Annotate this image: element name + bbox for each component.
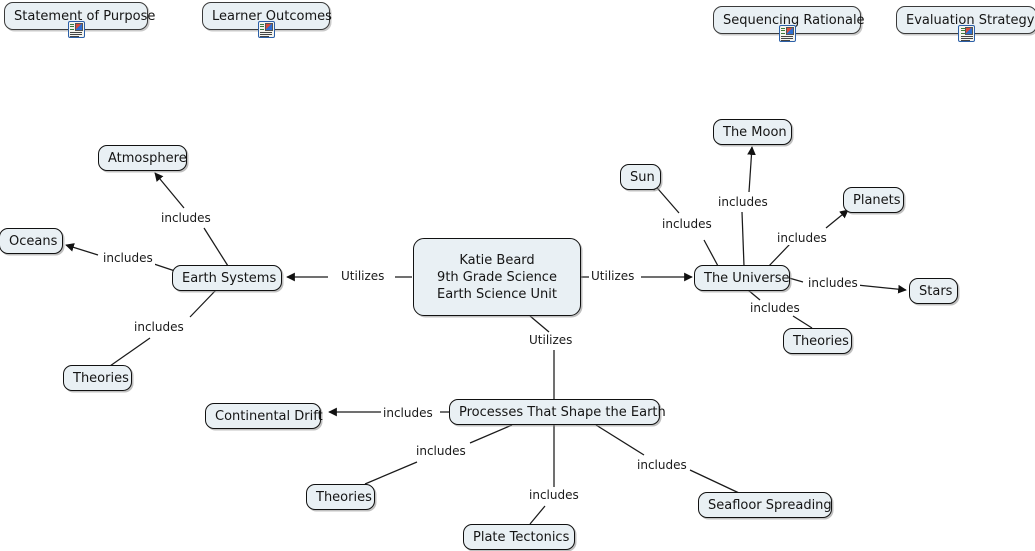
node-label: Sun [630,169,655,185]
edge-label-includes-seafloor-spreading: includes [635,458,689,472]
document-icon[interactable] [67,21,85,38]
edge-label-includes-oceans: includes [101,251,155,265]
edge-pr-theories-b [364,461,418,485]
node-label: Continental Drift [215,408,323,424]
node-stars[interactable]: Stars [909,278,958,304]
node-label: Theories [316,489,372,505]
node-plate-tectonics[interactable]: Plate Tectonics [463,524,575,550]
node-atmosphere[interactable]: Atmosphere [98,145,187,171]
node-seafloor-spreading[interactable]: Seafloor Spreading [698,492,832,518]
edge-pr-seafloor-b [689,469,740,494]
edge-tu-moon [741,211,745,267]
node-label: Sequencing Rationale [723,12,865,28]
node-the-moon[interactable]: The Moon [713,119,792,145]
node-earth-systems[interactable]: Earth Systems [172,265,282,291]
node-planets[interactable]: Planets [843,187,904,213]
node-label: Plate Tectonics [473,529,570,545]
node-label: The Moon [723,124,787,140]
node-label: Processes That Shape the Earth [459,404,666,420]
node-oceans[interactable]: Oceans [0,228,63,254]
edge-label-utilizes-processes: Utilizes [527,333,575,347]
edge-label-includes-theories-pr: includes [414,444,468,458]
node-processes-that-shape-the-earth[interactable]: Processes That Shape the Earth [449,399,666,425]
edge-es-atmosphere [203,227,229,267]
node-label: Theories [73,370,129,386]
node-label: Atmosphere [108,150,187,166]
edge-label-includes-stars: includes [806,276,860,290]
edge-tu-theories [747,289,761,301]
center-line-1: Katie Beard [459,252,535,268]
edge-tu-theories-b [792,315,813,329]
node-label: Earth Systems [182,270,277,286]
node-learner-outcomes[interactable]: Learner Outcomes [202,2,332,38]
edge-tu-stars [788,277,804,283]
node-the-universe[interactable]: The Universe [694,265,790,291]
edge-label-includes-theories-es: includes [132,320,186,334]
edge-pr-plate-b [529,505,546,525]
edge-label-utilizes-earth-systems: Utilizes [339,269,387,283]
edge-tu-moon-arrow [747,146,756,193]
edge-es-theories [189,289,217,318]
node-theories-earth-systems[interactable]: Theories [63,365,132,391]
node-label: Planets [853,192,901,208]
node-label: Evaluation Strategy [906,12,1035,28]
node-label: Seafloor Spreading [708,497,832,513]
edge-tu-stars-arrow [856,284,907,294]
center-line-2: 9th Grade Science [437,269,557,285]
node-continental-drift[interactable]: Continental Drift [205,403,323,429]
edge-es-atmosphere-arrow [154,172,185,209]
node-theories-universe[interactable]: Theories [783,328,852,354]
edge-es-oceans-arrow [65,243,99,256]
node-sun[interactable]: Sun [620,164,661,190]
edge-tu-sun [703,239,719,267]
node-label: The Universe [704,270,790,286]
edge-es-theories-b [109,337,151,367]
edge-pr-theories [469,424,513,444]
node-label: Stars [919,283,953,299]
document-icon[interactable] [778,25,796,42]
edge-label-utilizes-universe: Utilizes [589,269,637,283]
edge-center-processes [529,315,550,333]
edge-tu-planets-arrow [825,209,849,229]
edge-label-includes-atmosphere: includes [159,211,213,225]
edge-label-includes-planets: includes [775,231,829,245]
node-label: Theories [793,333,849,349]
node-evaluation-strategy[interactable]: Evaluation Strategy [896,6,1035,42]
center-line-3: Earth Science Unit [437,286,557,302]
node-label: Learner Outcomes [212,8,332,24]
node-label: Statement of Purpose [14,8,156,24]
edge-label-includes-continental-drift: includes [381,406,435,420]
node-label: Oceans [9,233,58,249]
node-theories-processes[interactable]: Theories [306,484,375,510]
node-sequencing-rationale[interactable]: Sequencing Rationale [713,6,865,42]
edge-label-includes-plate-tectonics: includes [527,488,581,502]
edge-label-includes-moon: includes [716,195,770,209]
document-icon[interactable] [257,21,275,38]
node-statement-of-purpose[interactable]: Statement of Purpose [4,2,156,38]
node-center-title[interactable]: Katie Beard 9th Grade Science Earth Scie… [413,238,581,316]
document-icon[interactable] [958,25,975,42]
edge-label-includes-sun: includes [660,217,714,231]
edge-pr-seafloor [595,424,645,456]
edge-label-includes-theories-tu: includes [748,301,802,315]
